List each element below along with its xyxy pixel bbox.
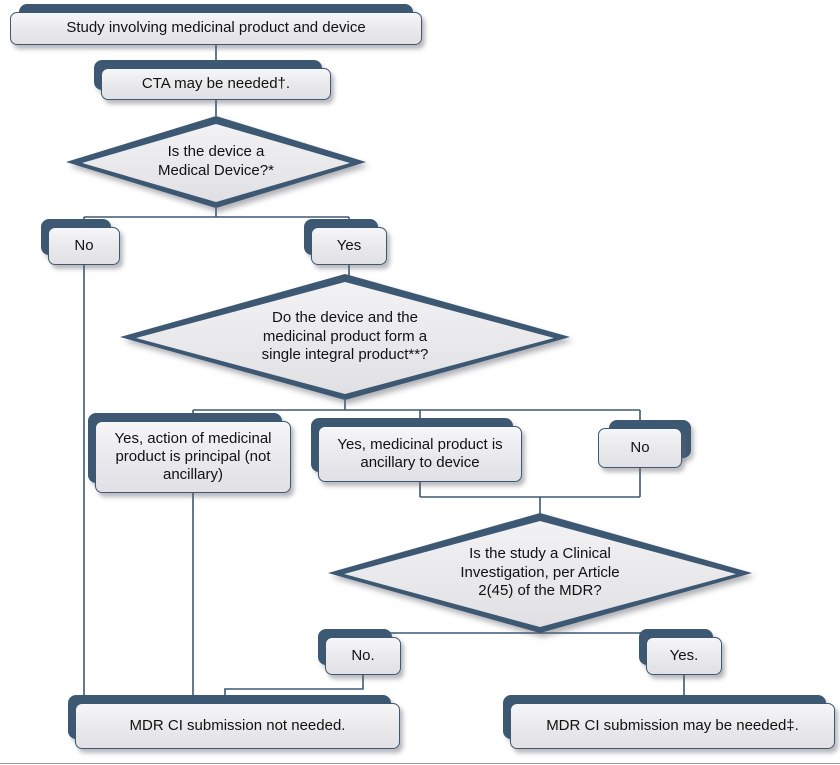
node-yes-medical-device: Yes bbox=[304, 219, 387, 265]
node-no-label: No bbox=[74, 236, 94, 254]
decision-is-medical-device-label: Is the device a Medical Device?* bbox=[66, 116, 366, 208]
node-outcome-submission-may-be-needed: MDR CI submission may be needed‡. bbox=[503, 695, 835, 749]
node-cta: CTA may be needed†. bbox=[94, 60, 331, 100]
node-outcome-submission-not-needed: MDR CI submission not needed. bbox=[68, 695, 400, 749]
node-principal-action-label: Yes, action of medicinal product is prin… bbox=[114, 429, 272, 484]
node-outcome-may-be-needed-label: MDR CI submission may be needed‡. bbox=[546, 716, 799, 734]
decision-is-medical-device: Is the device a Medical Device?* bbox=[66, 116, 366, 208]
node-yes-label: Yes bbox=[336, 236, 362, 254]
node-cta-label: CTA may be needed†. bbox=[141, 74, 291, 92]
node-ancillary-to-device-label: Yes, medicinal product is ancillary to d… bbox=[337, 435, 503, 471]
node-yes-label: Yes. bbox=[669, 646, 699, 664]
node-no-integral-product: No bbox=[598, 420, 691, 468]
decision-single-integral-product: Do the device and the medicinal product … bbox=[120, 274, 570, 400]
node-principal-action: Yes, action of medicinal product is prin… bbox=[88, 413, 291, 493]
bottom-divider bbox=[0, 763, 840, 764]
decision-text: Is the device a Medical Device?* bbox=[158, 143, 274, 179]
node-yes-clinical-investigation: Yes. bbox=[639, 629, 722, 675]
node-no-label: No bbox=[630, 438, 650, 456]
connector-path bbox=[83, 45, 685, 703]
node-outcome-not-needed-label: MDR CI submission not needed. bbox=[129, 716, 346, 734]
node-ancillary-to-device: Yes, medicinal product is ancillary to d… bbox=[311, 418, 522, 482]
decision-clinical-investigation-label: Is the study a Clinical Investigation, p… bbox=[328, 513, 752, 633]
decision-clinical-investigation: Is the study a Clinical Investigation, p… bbox=[328, 513, 752, 633]
node-start-label: Study involving medicinal product and de… bbox=[66, 19, 366, 37]
node-no-label: No. bbox=[351, 646, 375, 664]
node-no-medical-device: No bbox=[41, 219, 120, 265]
decision-text: Do the device and the medicinal product … bbox=[261, 308, 429, 364]
decision-text: Is the study a Clinical Investigation, p… bbox=[460, 544, 620, 600]
node-no-clinical-investigation: No. bbox=[318, 629, 401, 675]
decision-single-integral-product-label: Do the device and the medicinal product … bbox=[120, 274, 570, 400]
node-start: Study involving medicinal product and de… bbox=[10, 4, 422, 45]
